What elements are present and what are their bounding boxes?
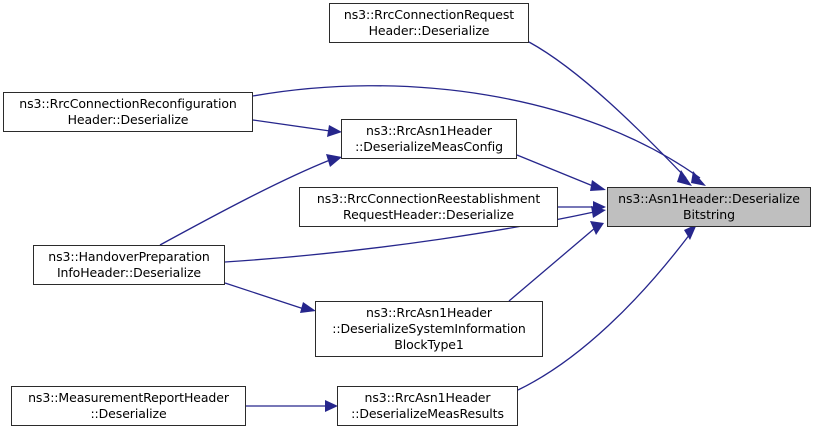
edge-handover-to-sib1 bbox=[224, 282, 316, 313]
node-asn1header-deserialize-bitstring[interactable]: ns3::Asn1Header::Deserialize Bitstring bbox=[607, 187, 811, 227]
node-rrc-connection-reestablishment-request-header-deserialize[interactable]: ns3::RrcConnectionReestablishment Reques… bbox=[299, 187, 558, 227]
node-rrc-asn1header-deserialize-meas-results[interactable]: ns3::RrcAsn1Header ::DeserializeMeasResu… bbox=[337, 386, 518, 426]
edge-measreport-to-measresults bbox=[246, 400, 338, 412]
edge-measresults-to-bitstring bbox=[517, 224, 697, 391]
edge-request-to-bitstring bbox=[528, 41, 692, 186]
node-measurement-report-header-deserialize[interactable]: ns3::MeasurementReportHeader ::Deseriali… bbox=[11, 386, 246, 426]
node-rrc-asn1header-deserialize-system-information-block-type1[interactable]: ns3::RrcAsn1Header ::DeserializeSystemIn… bbox=[315, 301, 543, 357]
node-handover-preparation-info-header-deserialize[interactable]: ns3::HandoverPreparation InfoHeader::Des… bbox=[33, 245, 225, 285]
node-rrc-connection-request-header-deserialize[interactable]: ns3::RrcConnectionRequest Header::Deseri… bbox=[329, 3, 529, 43]
edge-measconfig-to-bitstring bbox=[516, 154, 606, 191]
edge-sib1-to-bitstring bbox=[508, 221, 604, 302]
edge-reconfiguration-to-bitstring bbox=[252, 85, 706, 186]
node-rrc-connection-reconfiguration-header-deserialize[interactable]: ns3::RrcConnectionReconfiguration Header… bbox=[3, 92, 253, 132]
node-rrc-asn1header-deserialize-meas-config[interactable]: ns3::RrcAsn1Header ::DeserializeMeasConf… bbox=[341, 119, 517, 159]
edge-handover-to-bitstring bbox=[224, 206, 606, 263]
edge-reconfiguration-to-measconfig bbox=[252, 119, 342, 137]
edge-handover-to-measconfig bbox=[159, 154, 342, 246]
